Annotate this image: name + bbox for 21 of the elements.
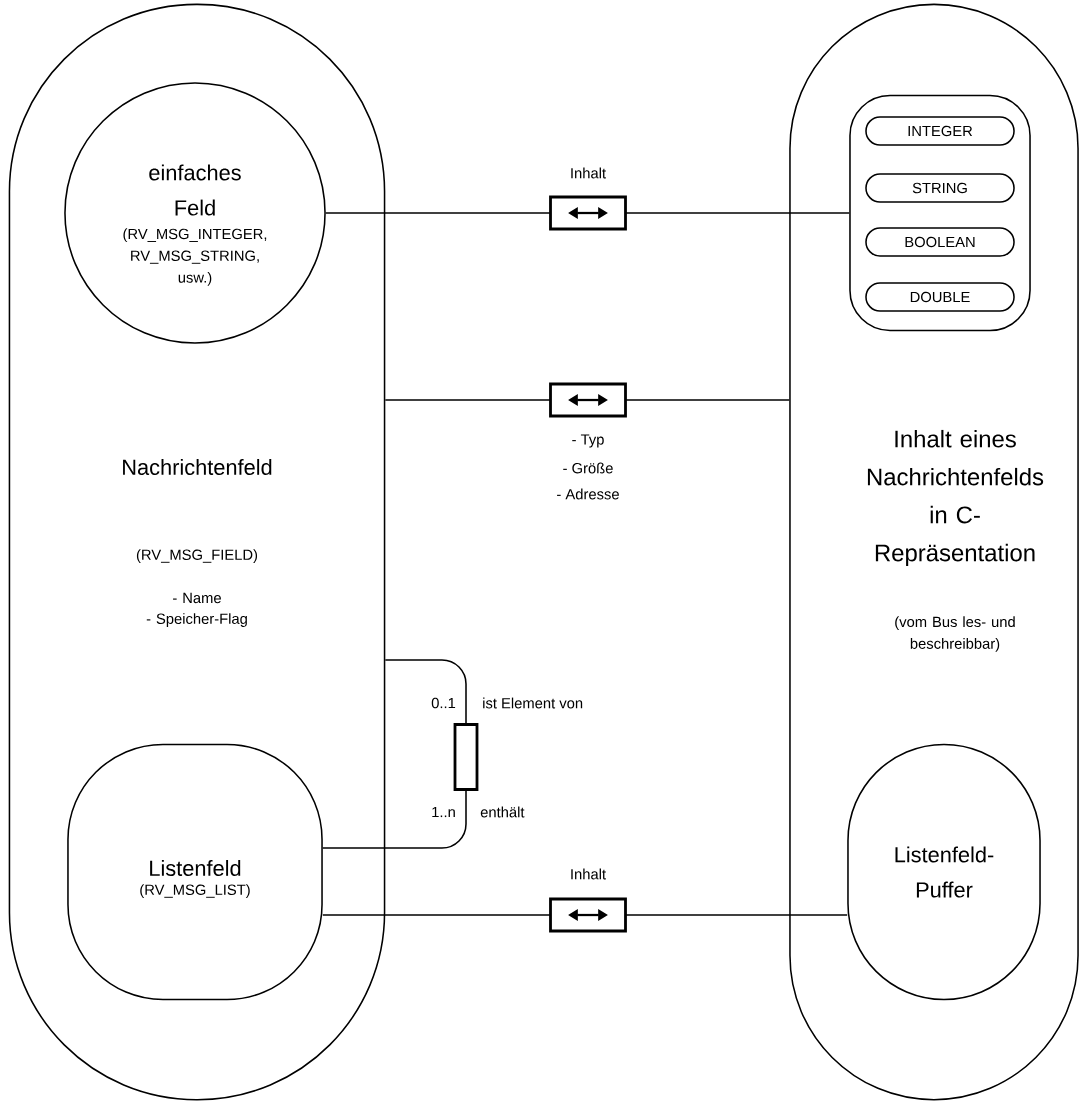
connector — [384, 382, 790, 418]
type-pill: INTEGER — [865, 116, 1015, 146]
type-pill: STRING — [865, 173, 1015, 203]
edge-label: Inhalt — [568, 166, 608, 180]
rounded-box — [849, 94, 1031, 332]
connector — [325, 195, 850, 231]
multiplicity-label: 0..1 — [431, 697, 456, 709]
rounded-box: Listenfeld- Puffer — [847, 743, 1041, 1001]
edge-note: enthält — [480, 806, 525, 818]
edge-label: ist Element von — [480, 696, 585, 710]
type-pill: DOUBLE — [865, 282, 1015, 312]
connector — [322, 897, 848, 933]
circle-node: einfaches Feld (RV_MSG_INTEGER, RV_MSG_STRING, usw.) — [64, 82, 326, 344]
edge-note: - Größe — [563, 462, 613, 474]
multiplicity-label: 1..n — [432, 806, 455, 818]
connector — [322, 659, 479, 849]
edge-label: Inhalt — [568, 867, 608, 881]
edge-note: - Typ — [572, 434, 604, 448]
rounded-box: Listenfeld (RV_MSG_LIST) — [67, 743, 323, 1001]
type-pill: BOOLEAN — [865, 227, 1015, 257]
edge-note: - Adresse — [557, 488, 619, 500]
